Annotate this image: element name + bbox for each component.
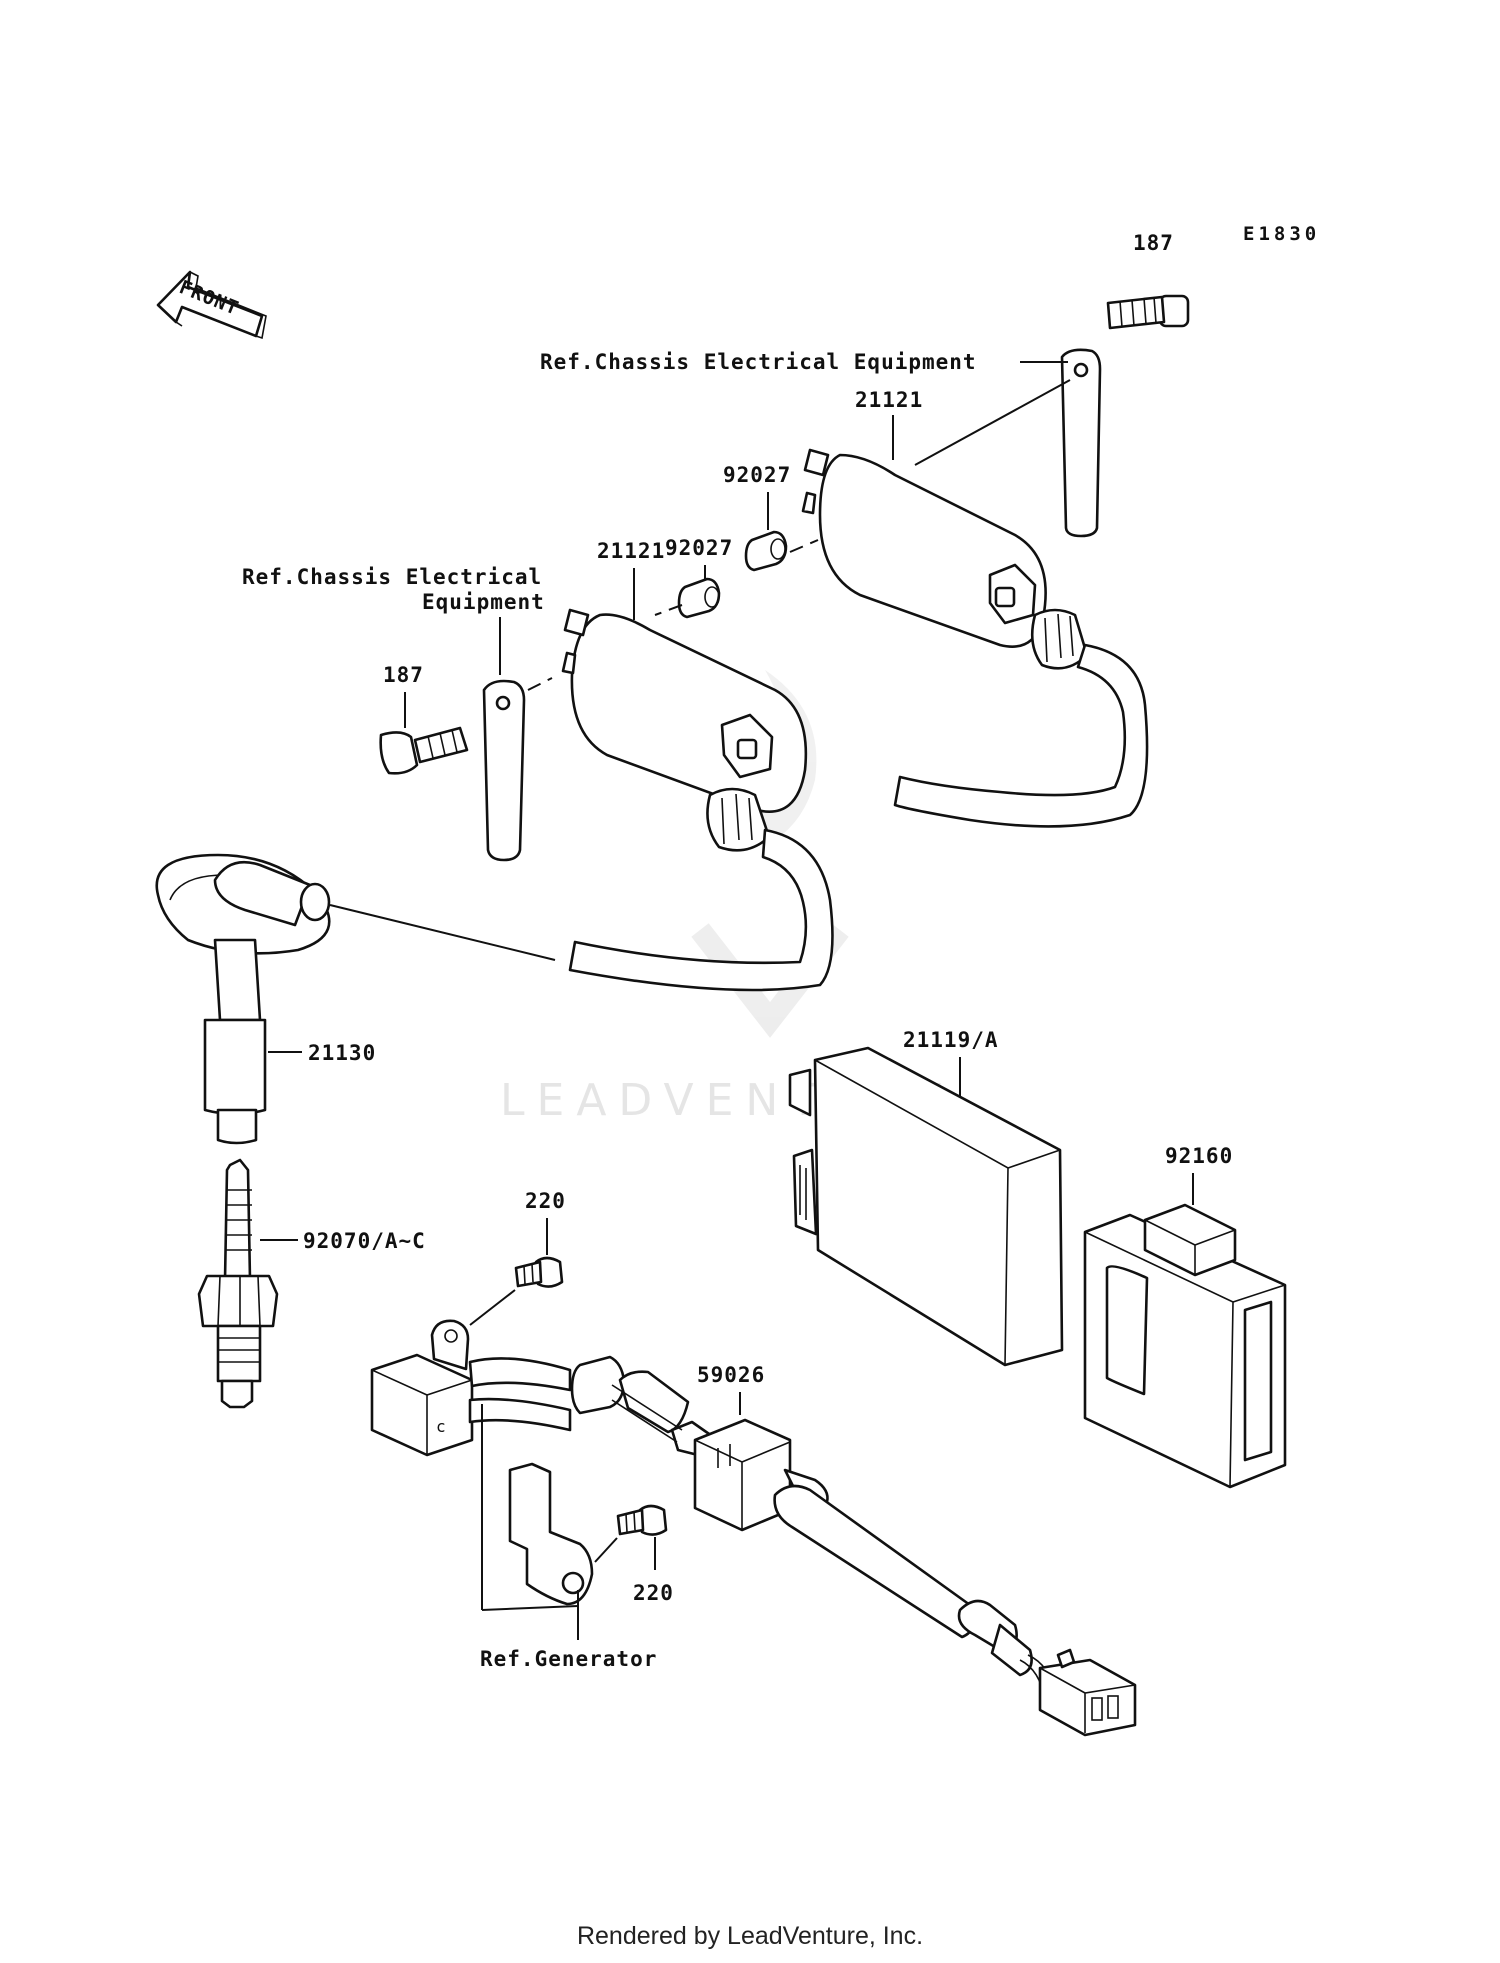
screw-220-bottom [616,1504,668,1536]
label-59026: 59026 [697,1363,765,1387]
label-220-bottom: 220 [633,1581,674,1605]
label-92027-top: 92027 [723,463,791,487]
label-ref-chassis-left-2: Equipment [422,590,545,614]
spark-plug-92070 [197,1158,279,1409]
spacer-92027-right [744,530,788,572]
bolt-187-top [1106,294,1190,330]
ignition-coil-right [801,448,1149,828]
pickup-c-mark: c [436,1417,447,1436]
label-92070: 92070/A~C [303,1229,426,1253]
generator-bracket [508,1462,594,1606]
diagram-code: E1830 [1243,223,1320,245]
label-187-left: 187 [383,663,424,687]
footer-credit: Rendered by LeadVenture, Inc. [576,1922,924,1950]
igniter-21119 [788,1046,1064,1367]
front-arrow-icon [156,270,267,340]
label-21121-top: 21121 [855,388,923,412]
label-187-top: 187 [1133,231,1174,255]
label-21119: 21119/A [903,1028,999,1052]
label-220-top: 220 [525,1189,566,1213]
bolt-187-left [379,726,469,775]
spacer-92027-left [677,577,721,619]
bracket-left [482,679,526,862]
label-92027-mid: 92027 [665,536,733,560]
pickup-coil: c [370,1319,714,1458]
ignition-coil-middle [561,608,834,992]
harness-cable [773,1468,1137,1737]
screw-220-top [514,1256,564,1288]
label-ref-chassis-top: Ref.Chassis Electrical Equipment [540,350,977,374]
label-21130: 21130 [308,1041,376,1065]
label-92160: 92160 [1165,1144,1233,1168]
clamp-59026 [693,1418,792,1532]
rubber-case-92160 [1083,1203,1287,1489]
label-21121-mid: 21121 [597,539,665,563]
label-ref-generator: Ref.Generator [480,1647,657,1671]
spark-plug-cap-21130 [155,853,331,1145]
label-ref-chassis-left-1: Ref.Chassis Electrical [242,565,542,589]
bracket-top-right [1060,348,1102,538]
